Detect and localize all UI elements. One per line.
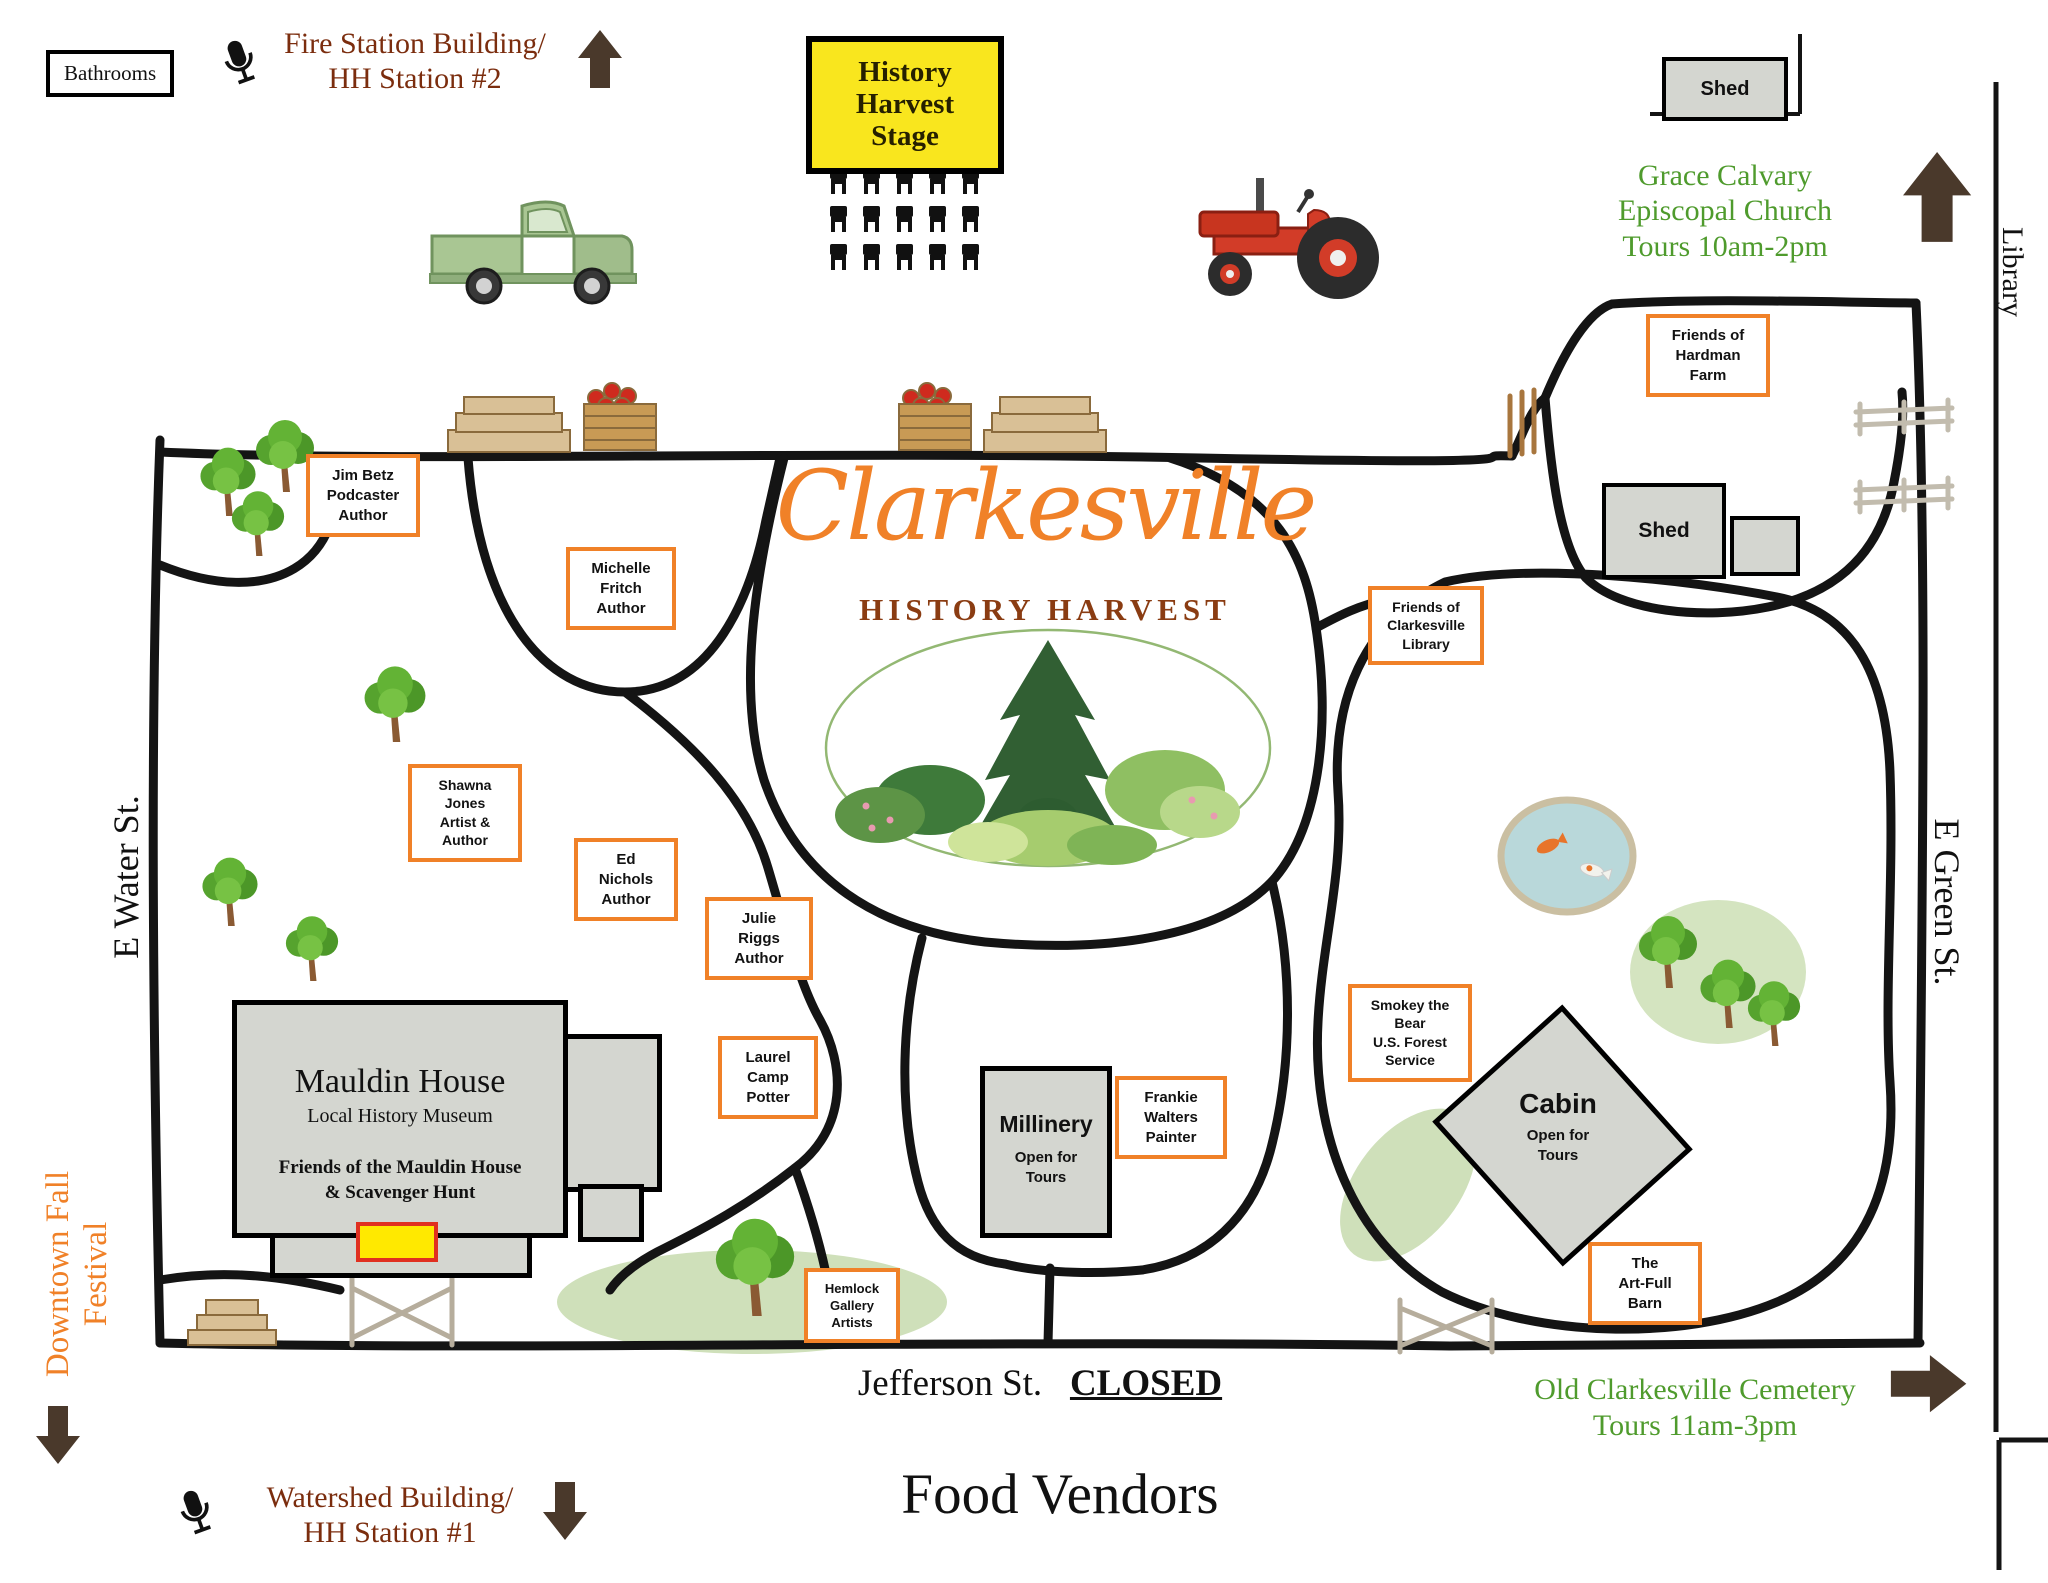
history-harvest-stage: History Harvest Stage [806, 36, 1004, 174]
vendor-friends-clarkesville-library: Friends of Clarkesville Library [1368, 586, 1484, 666]
millinery-name: Millinery [999, 1111, 1093, 1137]
shed-map: Shed [1602, 483, 1726, 579]
mauldin-annex-stub [578, 1184, 644, 1242]
vendor-smokey-the-bear: Smokey the Bear U.S. Forest Service [1348, 984, 1472, 1082]
cabin-name: Cabin [1519, 1088, 1597, 1119]
watershed-label: Watershed Building/ HH Station #1 [266, 1481, 514, 1550]
jefferson-closed-text: CLOSED [1069, 1363, 1223, 1404]
library-street-label: Library [1996, 227, 2029, 317]
arrow-up-icon [1903, 152, 1972, 242]
mauldin-annex-building [562, 1034, 662, 1192]
mauldin-house-subtitle: Local History Museum [307, 1105, 493, 1127]
vendor-shawna-jones: Shawna Jones Artist & Author [408, 764, 522, 862]
vendor-frankie-walters: Frankie Walters Painter [1115, 1076, 1227, 1160]
grace-calvary-label: Grace Calvary Episcopal Church Tours 10a… [1617, 159, 1833, 263]
bathrooms-sign: Bathrooms [46, 50, 175, 97]
jefferson-st-label: Jefferson St. CLOSED [790, 1362, 1290, 1405]
arrow-right-icon [1890, 1355, 1967, 1413]
koi-pond [1497, 796, 1637, 916]
vendor-jim-betz: Jim Betz Podcaster Author [306, 454, 420, 538]
downtown-fall-festival-label: Downtown Fall Festival [40, 1170, 114, 1378]
shed-top: Shed [1662, 57, 1788, 121]
vendor-michelle-fritch: Michelle Fritch Author [566, 547, 676, 631]
stage-seating [830, 168, 979, 270]
shed-small-annex [1730, 516, 1800, 576]
millinery-building: Millinery Open for Tours [980, 1066, 1112, 1238]
food-vendors-label: Food Vendors [901, 1463, 1219, 1526]
scavenger-hunt-marker [356, 1222, 438, 1262]
mic-icon [174, 1485, 217, 1536]
garden-oval [824, 628, 1272, 868]
vendor-ed-nichols: Ed Nichols Author [574, 838, 678, 922]
map-title: Clarkesville [775, 450, 1318, 562]
vendor-art-full-barn: The Art-Full Barn [1588, 1242, 1702, 1326]
e-green-st-label: E Green St. [1927, 818, 1967, 986]
jefferson-st-text: Jefferson St. [857, 1363, 1043, 1404]
street-lines [1650, 34, 2048, 1570]
tractor-icon [1198, 178, 1379, 299]
vendor-friends-hardman-farm: Friends of Hardman Farm [1646, 314, 1770, 398]
truck-icon [429, 200, 637, 305]
vendor-julie-riggs: Julie Riggs Author [705, 897, 813, 981]
map-subtitle: HISTORY HARVEST [859, 592, 1231, 627]
mauldin-house-note: Friends of the Mauldin House & Scavenger… [278, 1157, 522, 1203]
cemetery-label: Old Clarkesville Cemetery Tours 11am-3pm [1534, 1373, 1856, 1442]
mauldin-house-building: Mauldin House Local History Museum Frien… [232, 1000, 568, 1238]
vendor-hemlock-gallery: Hemlock Gallery Artists [804, 1268, 900, 1344]
millinery-tours: Open for Tours [1014, 1149, 1078, 1186]
arrow-down-icon [36, 1406, 80, 1464]
cabin-tours: Open for Tours [1526, 1127, 1590, 1164]
vendor-laurel-camp: Laurel Camp Potter [718, 1036, 818, 1120]
mauldin-house-name: Mauldin House [294, 1063, 506, 1100]
e-water-st-label: E Water St. [106, 795, 146, 959]
fire-station-label: Fire Station Building/ HH Station #2 [284, 27, 546, 96]
cabin-label: Cabin Open for Tours [1478, 1088, 1638, 1165]
